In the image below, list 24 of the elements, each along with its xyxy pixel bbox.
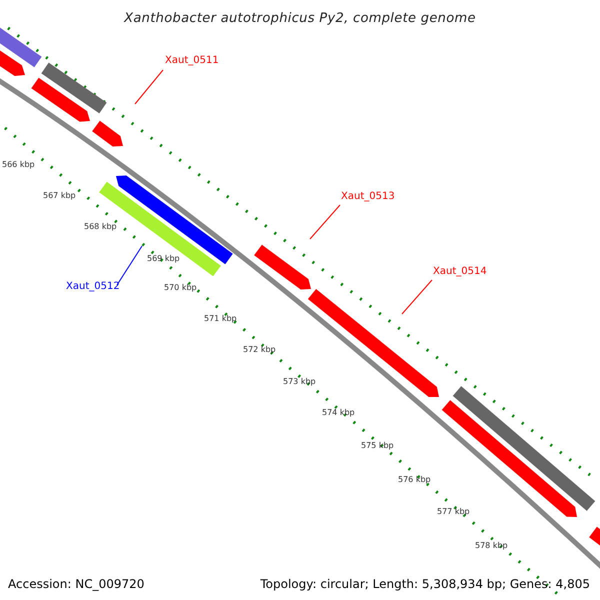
tick-label: 575 kbp — [361, 441, 394, 451]
leader-line — [134, 70, 164, 104]
gene-label: Xaut_0512 — [66, 281, 120, 293]
title: Xanthobacter autotrophicus Py2, complete genome — [122, 10, 477, 28]
gene-label: Xaut_0511 — [165, 55, 219, 67]
tick-label: 573 kbp — [283, 377, 316, 387]
tick-label: 572 kbp — [243, 345, 276, 355]
tick-label: 570 kbp — [164, 283, 197, 293]
leader-line — [402, 280, 432, 314]
tick-label: 571 kbp — [204, 314, 237, 324]
tick-label: 567 kbp — [43, 191, 76, 201]
accession-text: Accession: NC_009720 — [8, 576, 144, 593]
tick-label: 574 kbp — [322, 408, 355, 418]
tick-label: 578 kbp — [475, 541, 508, 551]
leader-line — [116, 246, 142, 286]
gene-label: Xaut_0514 — [433, 266, 487, 278]
tick-label: 569 kbp — [147, 254, 180, 264]
gene-label: Xaut_0513 — [341, 191, 395, 203]
tick-label: 576 kbp — [398, 475, 431, 485]
leader-line — [310, 204, 340, 240]
tick-label: 577 kbp — [437, 507, 470, 517]
tick-label: 568 kbp — [84, 222, 117, 232]
genome-info-text: Topology: circular; Length: 5,308,934 bp; Genes: 4,805 — [260, 576, 590, 593]
tick-label: 566 kbp — [2, 160, 35, 170]
